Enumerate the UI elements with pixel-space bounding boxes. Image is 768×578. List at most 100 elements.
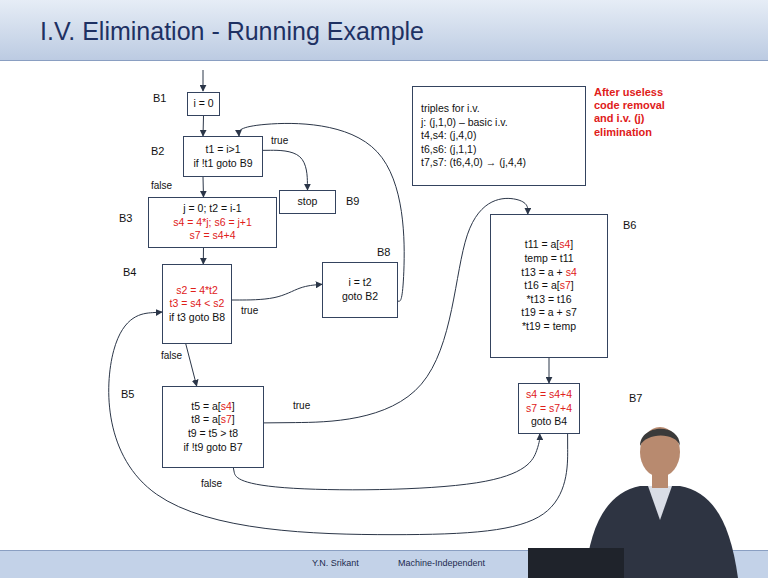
code-line: t3 = s4 < s2 — [170, 297, 225, 311]
block-label: B9 — [346, 195, 359, 207]
note-box: triples for i.v.j: (j,1,0) – basic i.v.t… — [412, 86, 586, 186]
code-line: s7 = s4+4 — [189, 229, 235, 243]
code-token: ] — [571, 279, 574, 291]
highlighted-token: s4 — [559, 238, 570, 250]
note-line: t6,s6: (j,1,1) — [421, 143, 476, 157]
basic-block: B7s4 = s4+4s7 = s7+4goto B4 — [518, 383, 580, 434]
code-line: t19 = a + s7 — [521, 306, 576, 320]
code-line: i = t2 — [348, 276, 371, 290]
code-line: if !t9 goto B7 — [184, 441, 243, 455]
code-token: t1 = i>1 — [205, 143, 240, 155]
code-token: t13 = a + — [521, 266, 565, 278]
edge-label: false — [160, 350, 183, 362]
footer-author: Y.N. Srikant — [312, 558, 359, 569]
code-token: i = 0 — [193, 97, 213, 109]
block-label: B4 — [123, 266, 136, 278]
code-token: stop — [298, 195, 318, 207]
code-line: s4 = 4*j; s6 = j+1 — [173, 216, 252, 230]
highlighted-token: s4 — [566, 266, 577, 278]
code-token: temp = t11 — [524, 252, 573, 264]
presenter-head — [640, 427, 680, 477]
note-line: j: (j,1,0) – basic i.v. — [421, 116, 508, 130]
basic-block: B9stop — [279, 190, 336, 214]
highlighted-token: s2 = 4*t2 — [176, 284, 218, 296]
highlighted-token: t3 = s4 < s2 — [170, 297, 225, 309]
note-line: t7,s7: (t6,4,0) → (j,4,4) — [421, 156, 526, 170]
edge-label: false — [150, 180, 173, 192]
code-line: t13 = a + s4 — [521, 266, 576, 280]
code-token: B2 — [151, 145, 164, 157]
code-token: B7 — [629, 392, 642, 404]
code-line: t16 = a[s7] — [524, 279, 573, 293]
block-label: B3 — [119, 212, 132, 224]
flow-edge — [203, 248, 204, 264]
code-token: goto B4 — [531, 415, 567, 427]
code-line: j = 0; t2 = i-1 — [183, 202, 241, 216]
code-token: B3 — [119, 212, 132, 224]
basic-block: B5t5 = a[s4]t8 = a[s7]t9 = t5 > t8if !t9… — [162, 386, 264, 468]
code-token: if !t9 goto B7 — [184, 441, 243, 453]
code-token: t7,s7: (t6,4,0) → (j,4,4) — [421, 156, 526, 168]
code-token: ] — [570, 238, 573, 250]
block-label: B8 — [377, 246, 390, 258]
edge-label: false — [200, 478, 223, 490]
code-token: t9 = t5 > t8 — [188, 427, 238, 439]
code-line: goto B2 — [342, 290, 378, 304]
edge-label: true — [240, 305, 259, 317]
code-token: ] — [232, 400, 235, 412]
code-token: j: (j,1,0) – basic i.v. — [421, 116, 508, 128]
code-line: t1 = i>1 — [205, 143, 240, 157]
code-token: if t3 goto B8 — [169, 311, 225, 323]
slide-title: I.V. Elimination - Running Example — [40, 17, 424, 46]
highlighted-token: s4 = 4*j; s6 = j+1 — [173, 216, 252, 228]
code-token: t4,s4: (j,4,0) — [421, 129, 476, 141]
code-line: s4 = s4+4 — [526, 388, 572, 402]
code-token: t5 = a[ — [191, 400, 220, 412]
flow-edge — [186, 344, 197, 386]
code-token: i = t2 — [348, 276, 371, 288]
basic-block: B3j = 0; t2 = i-1s4 = 4*j; s6 = j+1s7 = … — [148, 197, 277, 248]
block-label: B7 — [629, 392, 642, 404]
note-line: t4,s4: (j,4,0) — [421, 129, 476, 143]
block-label: B6 — [623, 219, 636, 231]
presenter-collar — [648, 486, 672, 520]
code-token: j = 0; t2 = i-1 — [183, 202, 241, 214]
code-line: s7 = s7+4 — [526, 402, 572, 416]
code-token: t19 = a + s7 — [521, 306, 576, 318]
flow-edge — [264, 198, 528, 422]
code-line: if !t1 goto B9 — [194, 157, 253, 171]
flow-edge — [203, 177, 204, 197]
highlighted-token: s7 — [560, 279, 571, 291]
highlighted-token: s4 = s4+4 — [526, 388, 572, 400]
block-label: B1 — [153, 92, 166, 104]
code-token: *t13 = t16 — [526, 293, 571, 305]
flow-edge — [549, 358, 550, 383]
basic-block: B8i = t2goto B2 — [322, 262, 398, 318]
code-token: B9 — [346, 195, 359, 207]
footer-course: Machine-Independent — [398, 558, 485, 569]
code-line: goto B4 — [531, 415, 567, 429]
basic-block: B4s2 = 4*t2t3 = s4 < s2if t3 goto B8 — [162, 264, 232, 344]
code-token: t8 = a[ — [191, 413, 220, 425]
presenter-hair — [640, 429, 680, 446]
code-token: B4 — [123, 266, 136, 278]
flow-edge — [203, 116, 205, 136]
code-token: t11 = a[ — [525, 238, 560, 250]
presenter-figure — [528, 427, 738, 578]
code-token: triples for i.v. — [421, 102, 480, 114]
note-line: triples for i.v. — [421, 102, 480, 116]
basic-block: B2t1 = i>1if !t1 goto B9 — [183, 136, 263, 177]
code-line: temp = t11 — [524, 252, 573, 266]
basic-block: B1i = 0 — [187, 92, 220, 116]
block-label: B5 — [121, 388, 134, 400]
code-token: B6 — [623, 219, 636, 231]
basic-block: B6t11 = a[s4]temp = t11t13 = a + s4t16 =… — [490, 214, 608, 358]
laptop — [528, 548, 624, 578]
code-token: t16 = a[ — [524, 279, 559, 291]
code-token: t6,s6: (j,1,1) — [421, 143, 476, 155]
edge-label: true — [270, 135, 289, 147]
block-label: B2 — [151, 145, 164, 157]
highlighted-token: s7 — [221, 413, 232, 425]
annotation-note: After useless code removal and i.v. (j) … — [594, 86, 686, 139]
code-token: goto B2 — [342, 290, 378, 302]
